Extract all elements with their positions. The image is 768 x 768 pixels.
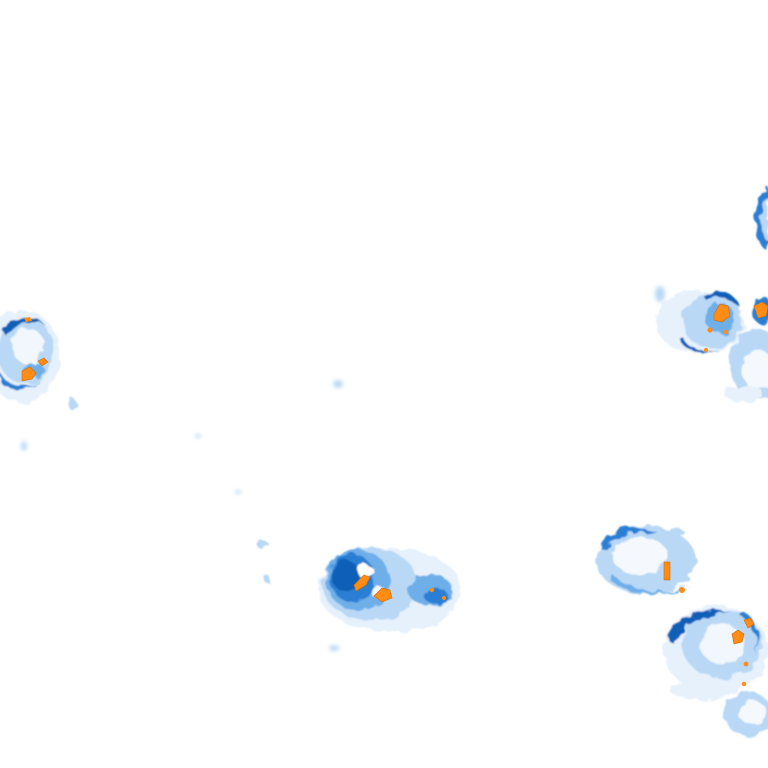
storm-core-central bbox=[353, 574, 446, 603]
storm-cell-northeast-edge bbox=[755, 186, 768, 252]
storm-cell-west bbox=[0, 310, 76, 410]
scattered-light-echoes bbox=[21, 286, 665, 651]
storm-cell-southeast-upper bbox=[596, 526, 696, 594]
storm-cell-southeast-lower bbox=[664, 606, 768, 736]
storm-core-east bbox=[704, 301, 768, 352]
storm-core-southeast-lower bbox=[731, 617, 755, 687]
storm-core-southeast-upper bbox=[663, 561, 685, 593]
storm-core-west bbox=[21, 317, 49, 382]
